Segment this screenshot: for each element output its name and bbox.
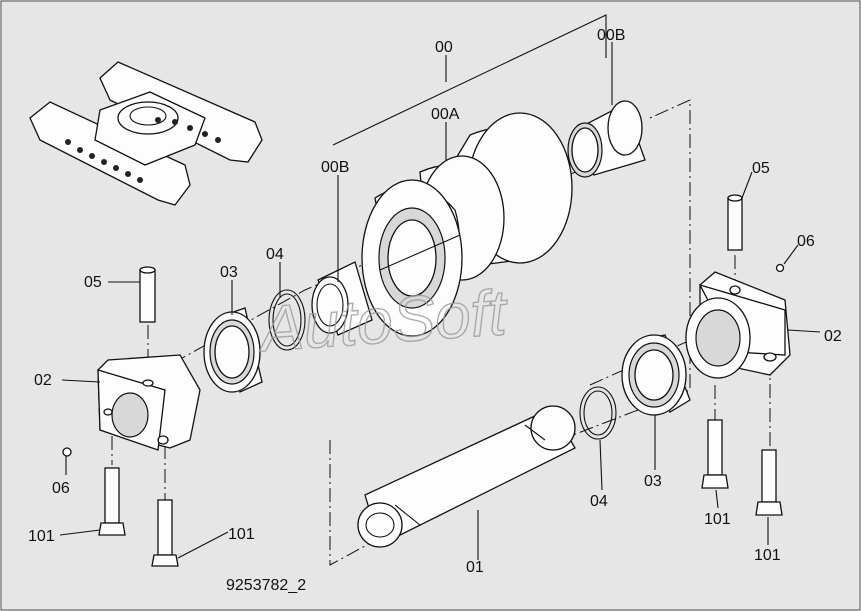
plug-left — [62, 447, 72, 457]
callout-seal-left: 03 — [220, 264, 238, 281]
callout-plug-right: 06 — [797, 233, 815, 250]
center-line-roller-box — [329, 99, 691, 566]
leader-lines — [59, 42, 821, 560]
idler-roller — [361, 112, 573, 337]
assembly-bracket — [332, 14, 607, 146]
collar-left — [97, 354, 201, 451]
callout-bolt-right-a: 101 — [704, 511, 731, 528]
pin-right — [727, 194, 743, 251]
o-ring-right — [579, 386, 617, 440]
shaft — [357, 405, 576, 548]
bushing-left — [311, 261, 373, 336]
collar-right — [685, 271, 791, 379]
callout-o-ring-left: 04 — [266, 246, 284, 263]
callout-bolt-left-a: 101 — [28, 528, 55, 545]
seal-left — [203, 307, 263, 393]
callout-collar-left: 02 — [34, 372, 52, 389]
seal-right — [621, 334, 691, 416]
o-ring-left — [268, 289, 306, 351]
callout-bolt-right-b: 101 — [754, 547, 781, 564]
callout-bolt-left-b: 101 — [228, 526, 255, 543]
callout-bushing-left: 00B — [321, 159, 349, 176]
callout-assembly: 00 — [435, 39, 453, 56]
callout-pin-right: 05 — [752, 160, 770, 177]
callout-o-ring-right: 04 — [590, 493, 608, 510]
bolt-left-a — [98, 467, 126, 536]
bolt-right-b — [755, 449, 783, 516]
pin-left — [139, 266, 156, 323]
drawing-number: 9253782_2 — [226, 577, 306, 594]
callout-seal-right: 03 — [644, 473, 662, 490]
track-frame-thumbnail — [29, 61, 263, 206]
callout-bushing-top: 00B — [597, 27, 625, 44]
callout-pin-left: 05 — [84, 274, 102, 291]
callout-plug-left: 06 — [52, 480, 70, 497]
bushing-top — [567, 100, 646, 178]
callout-shaft: 01 — [466, 559, 484, 576]
bolt-right-a — [701, 419, 729, 489]
bolt-left-b — [151, 499, 179, 567]
callout-collar-right: 02 — [824, 328, 842, 345]
callout-roller: 00A — [431, 106, 460, 123]
plug-right — [775, 263, 785, 273]
